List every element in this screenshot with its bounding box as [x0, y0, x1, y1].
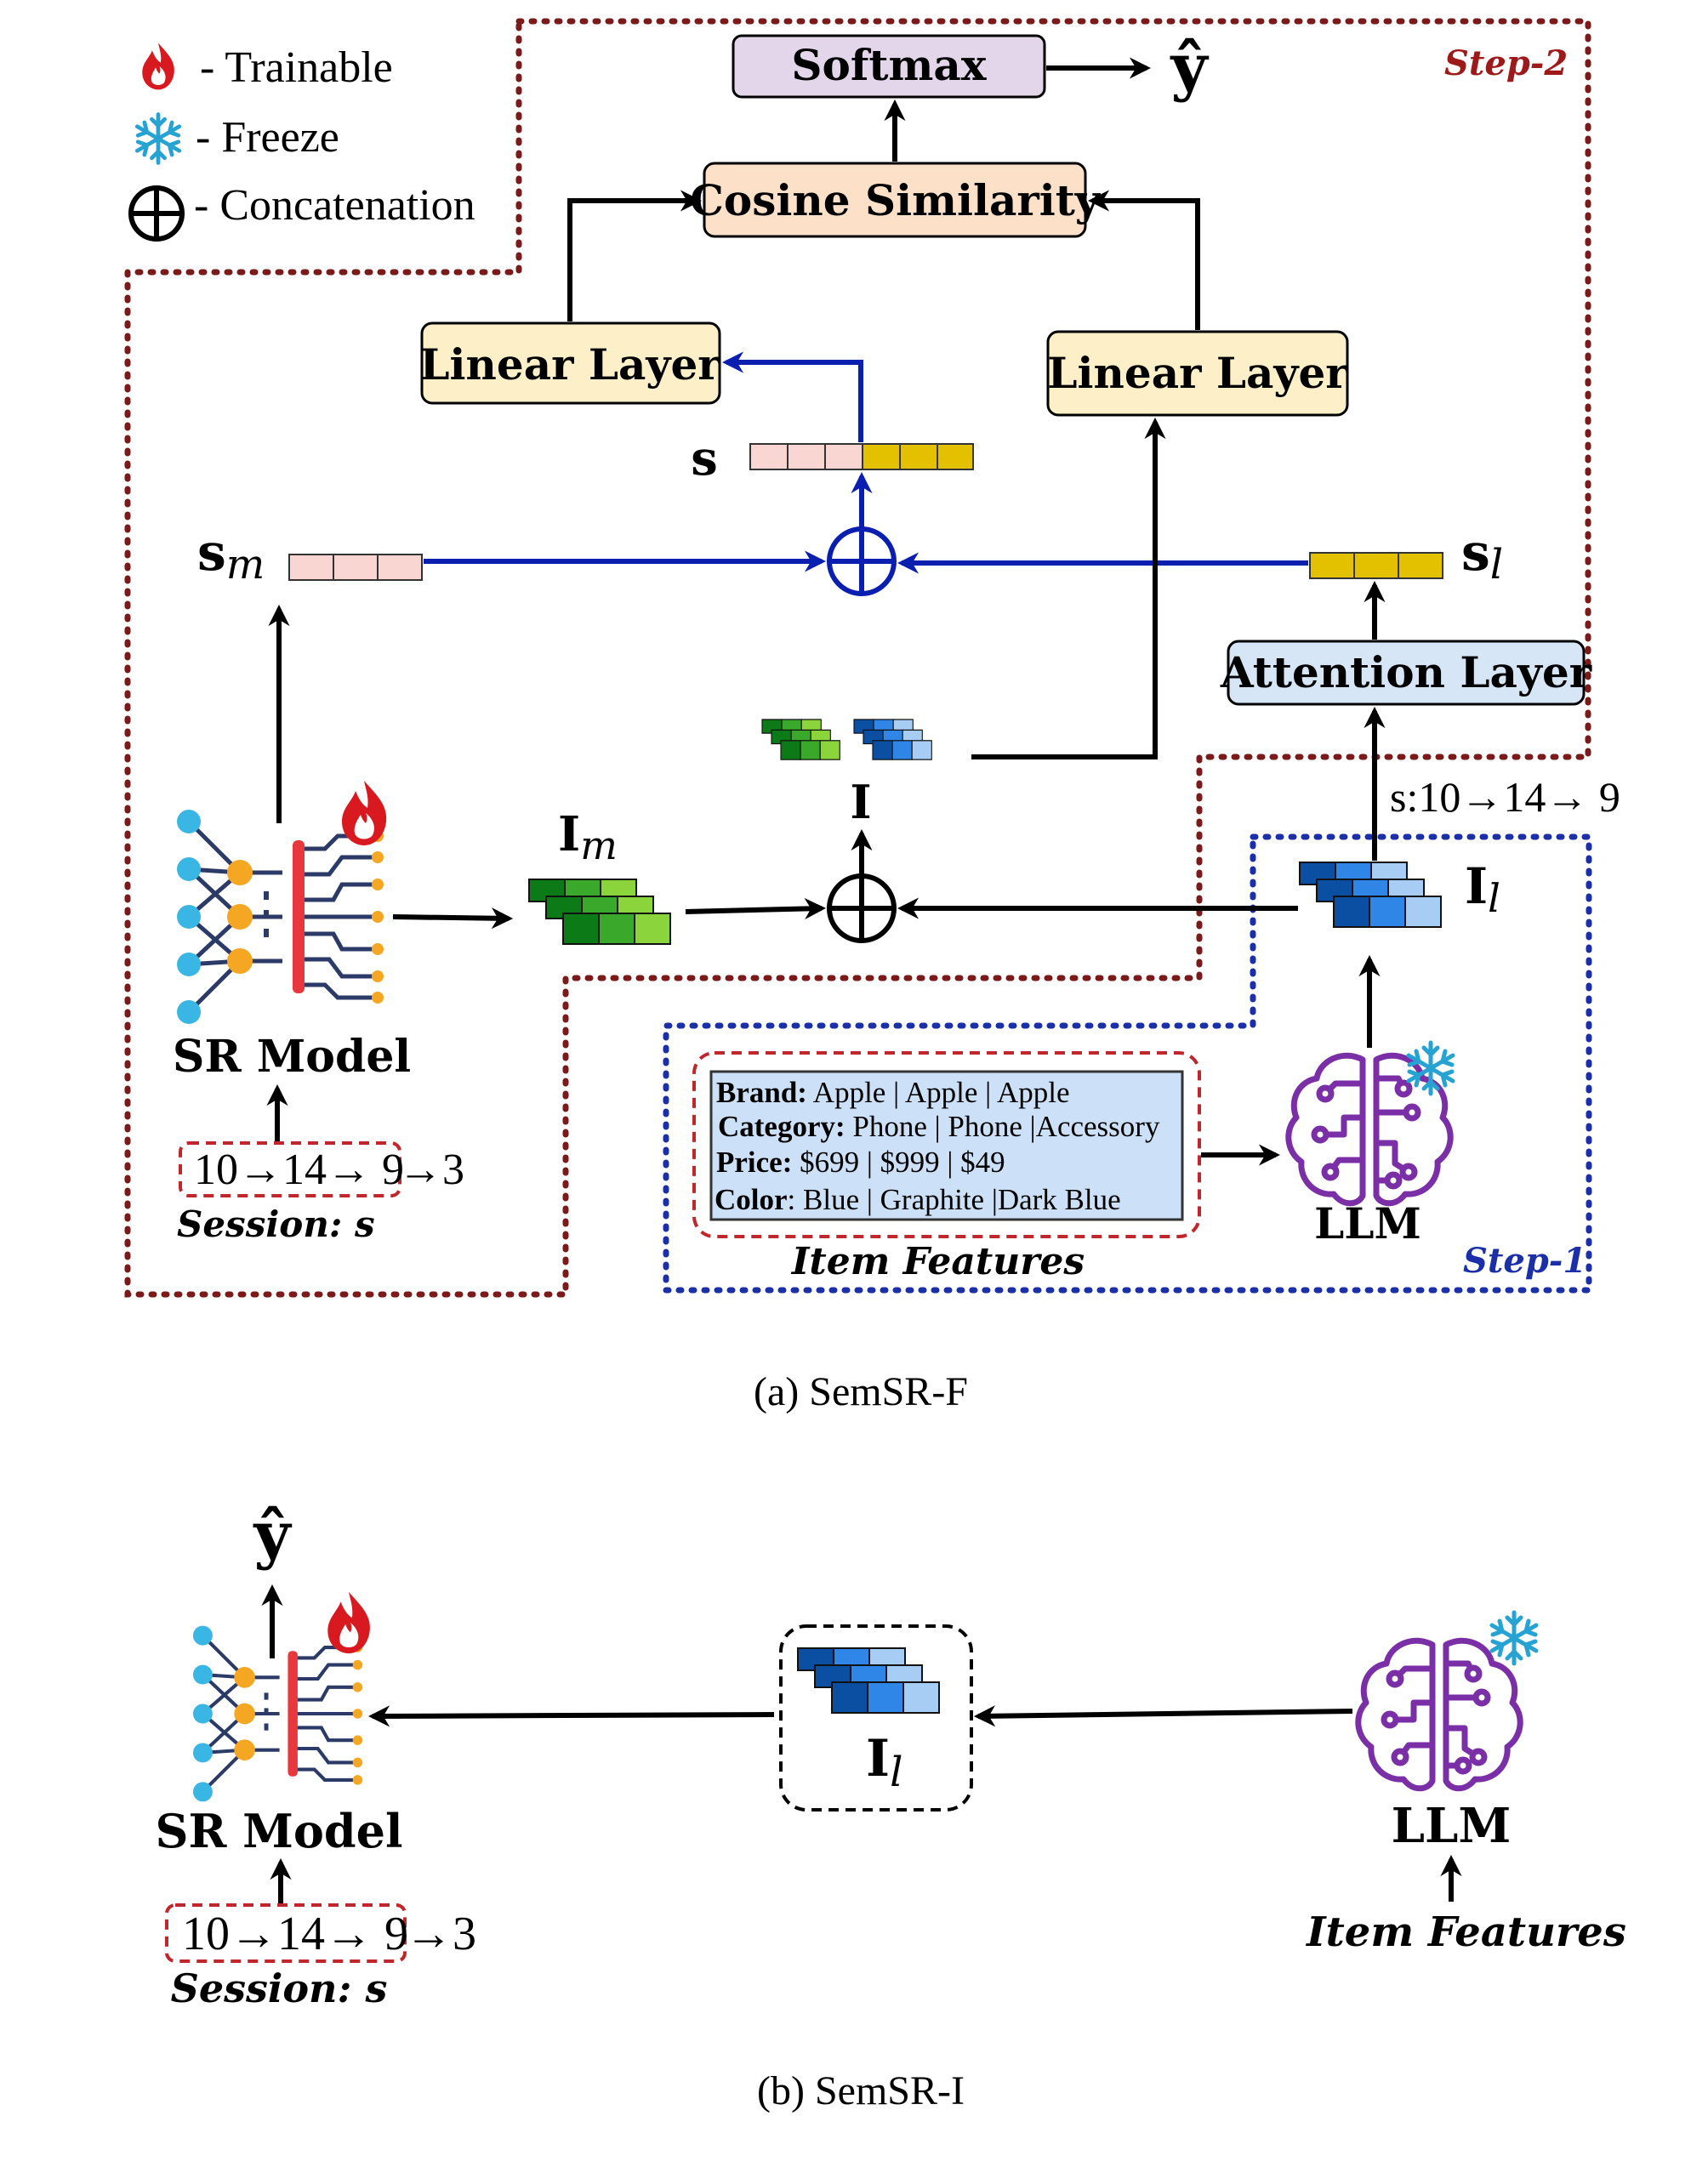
step2-region — [124, 18, 1591, 1298]
vec-s — [749, 443, 974, 470]
item-features-outer — [692, 1051, 1201, 1238]
concat-black-icon — [827, 873, 897, 943]
step2-label: Step-2 — [1444, 43, 1568, 83]
session-box — [179, 1141, 401, 1197]
flame-icon — [142, 43, 174, 90]
brain-circuit-icon — [1289, 1055, 1450, 1203]
step1-label: Step-1 — [1463, 1241, 1586, 1281]
sr-model-label-b: SR Model — [155, 1804, 402, 1858]
emb-I-label: I — [850, 775, 871, 829]
brain-circuit-icon-b — [1358, 1641, 1520, 1789]
session-label: Session: s — [177, 1203, 375, 1245]
feature-color: Color: Blue | Graphite |Dark Blue — [715, 1183, 1121, 1216]
legend-concatenation: - Concatenation — [194, 181, 475, 230]
emb-Il-box-b — [779, 1624, 973, 1812]
vec-sm-label: sm — [197, 523, 265, 589]
session-box-b — [165, 1903, 407, 1963]
emb-Il-b — [797, 1647, 940, 1714]
cosine-similarity-label: Cosine Similarity — [690, 175, 1102, 225]
y-hat-output: ŷ — [1170, 31, 1210, 104]
session-llm-label: s:10→14→ 9 — [1390, 773, 1620, 821]
vec-sm — [288, 554, 423, 581]
llm-label-b: LLM — [1392, 1798, 1512, 1854]
cosine-similarity-box — [703, 162, 1087, 238]
session-seq-b: 10→14→ 9 — [182, 1908, 408, 1960]
concat-blue-icon — [827, 526, 897, 596]
feature-price: Price: $699 | $999 | $49 — [716, 1146, 1005, 1179]
feature-category: Category: Phone | Phone |Accessory — [718, 1110, 1160, 1143]
session-seq: 10→14→ 9 — [194, 1146, 404, 1194]
circled-plus-icon — [128, 185, 185, 242]
llm-label: LLM — [1314, 1198, 1421, 1248]
session-next: →3 — [398, 1146, 464, 1194]
legend-trainable: - Trainable — [200, 43, 393, 92]
caption-a: (a) SemSR-F — [754, 1369, 968, 1414]
vec-sl — [1309, 552, 1443, 579]
flame-icon — [327, 1591, 370, 1654]
vec-s-label: s — [691, 430, 718, 486]
feature-brand: Brand: Apple | Apple | Apple — [716, 1076, 1070, 1109]
flame-icon — [342, 781, 387, 845]
emb-Il-label: Il — [1465, 857, 1500, 921]
sr-model-label: SR Model — [173, 1031, 411, 1083]
session-label-b: Session: s — [171, 1965, 388, 2011]
softmax-box — [732, 34, 1046, 99]
y-hat-output-b: ŷ — [253, 1499, 293, 1572]
vec-sl-label: sl — [1461, 523, 1503, 589]
snowflake-icon — [1492, 1612, 1536, 1664]
attention-layer-box — [1227, 640, 1586, 706]
session-next-b: →3 — [405, 1908, 476, 1960]
emb-I — [761, 719, 932, 760]
step1-region — [663, 833, 1592, 1294]
attention-layer-label: Attention Layer — [1220, 647, 1592, 697]
item-features-box — [709, 1070, 1184, 1221]
emb-Il — [1299, 862, 1442, 928]
emb-Im — [528, 879, 671, 945]
legend-freeze: - Freeze — [196, 113, 339, 162]
emb-Il-label-b: Il — [866, 1729, 902, 1796]
linear-layer-right-box — [1046, 330, 1349, 417]
item-features-caption: Item Features — [790, 1240, 1085, 1283]
snowflake-icon — [137, 115, 179, 163]
caption-b: (b) SemSR-I — [757, 2068, 965, 2113]
linear-layer-right-label: Linear Layer — [1047, 348, 1348, 398]
softmax-label: Softmax — [791, 40, 987, 90]
linear-layer-left-label: Linear Layer — [419, 339, 720, 390]
item-features-b: Item Features — [1305, 1908, 1626, 1956]
neural-network-icon-b — [193, 1626, 362, 1802]
emb-Im-label: Im — [558, 806, 618, 868]
linear-layer-left-box — [420, 321, 721, 405]
